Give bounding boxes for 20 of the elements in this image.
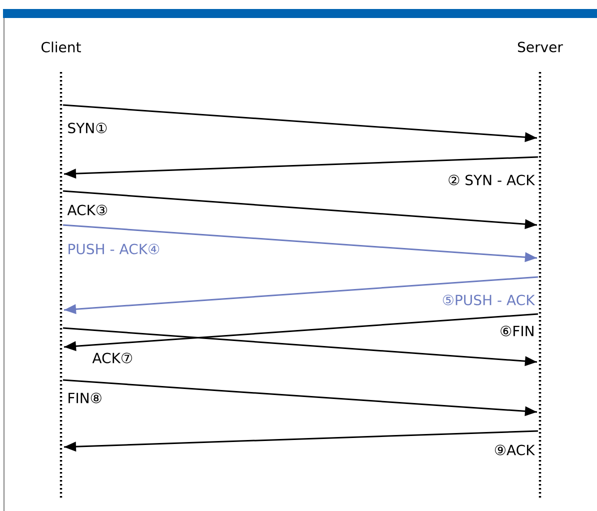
arrow xyxy=(62,190,538,230)
edge-label: ACK⑦ xyxy=(92,352,132,364)
participant-label: Client xyxy=(42,42,81,52)
participant-label: Server xyxy=(518,42,563,52)
edge-label: ⑥FIN xyxy=(500,326,534,336)
edge-label: ⑨ACK xyxy=(495,444,536,456)
edge-label: ⑤PUSH - ACK xyxy=(442,294,536,306)
edge-label: PUSH - ACK④ xyxy=(68,244,160,254)
edge-label: ② SYN - ACK xyxy=(448,174,536,186)
arrow xyxy=(62,224,538,262)
edge-label: ACK③ xyxy=(67,204,107,216)
edge-label: FIN⑧ xyxy=(68,392,102,404)
edge-label: SYN① xyxy=(68,122,107,134)
arrow xyxy=(62,379,538,416)
arrow xyxy=(64,430,538,452)
arrow xyxy=(64,276,538,314)
arrow xyxy=(64,313,538,352)
arrow xyxy=(62,104,538,142)
arrow xyxy=(62,327,538,366)
arrow xyxy=(64,156,538,179)
